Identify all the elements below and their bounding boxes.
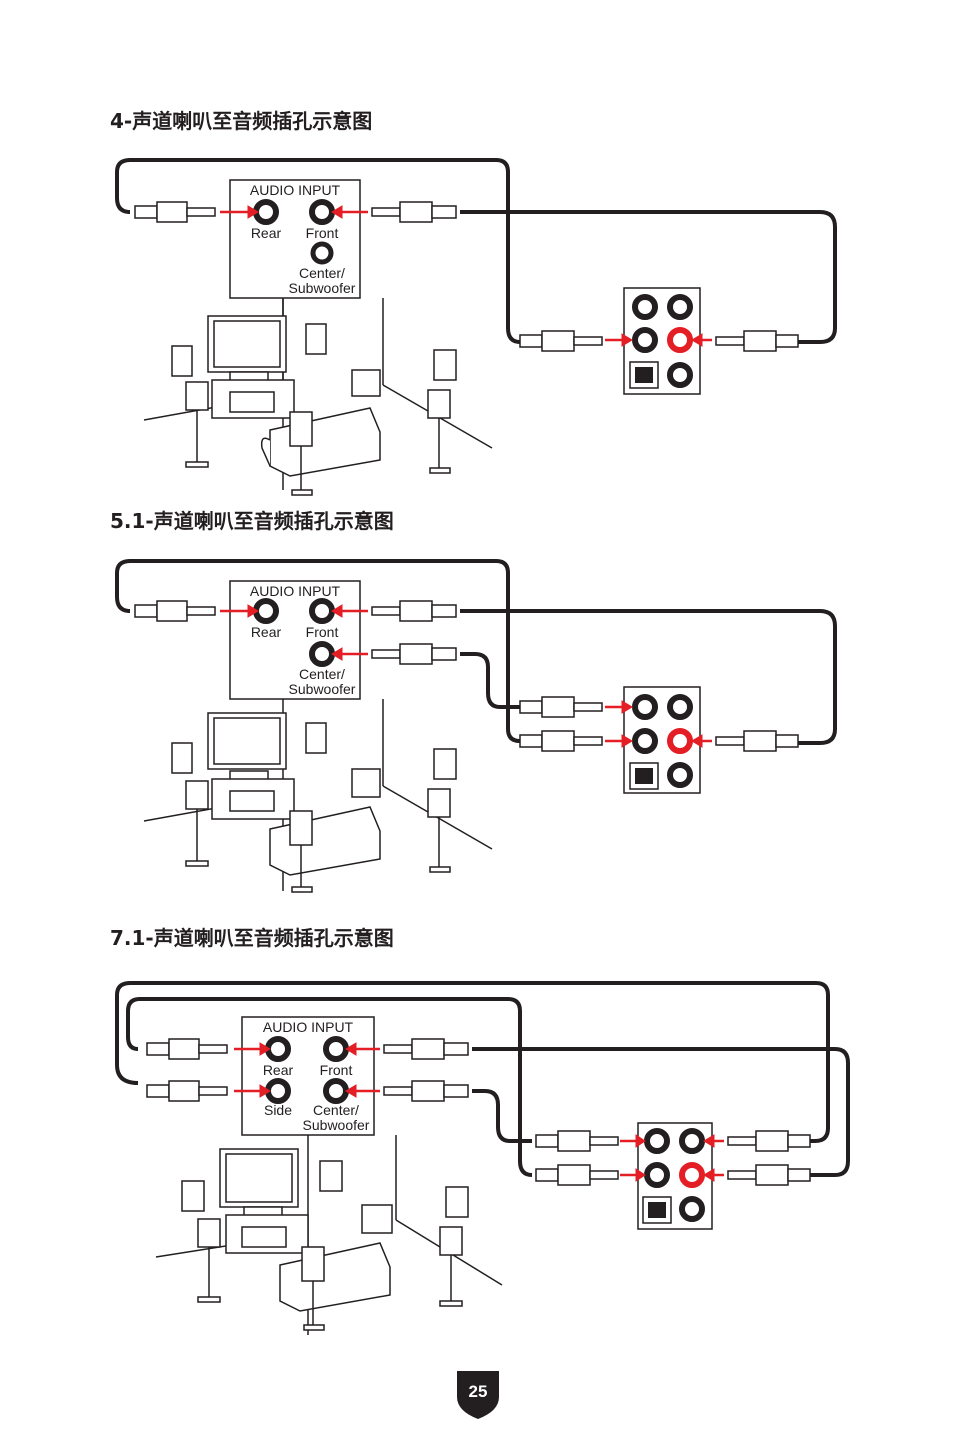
plug-rear-io (535, 1164, 619, 1186)
plug-front-panel (371, 600, 457, 622)
room-scene-illustration (155, 1135, 503, 1335)
jack-label-subwoofer: Subwoofer (289, 280, 356, 296)
io-jack-rear (632, 728, 658, 754)
plug-front-io (715, 730, 799, 752)
plug-rear-panel (146, 1038, 228, 1060)
io-jack-center (644, 1128, 670, 1154)
section-title-7-1ch: 7.1-声道喇叭至音频插孔示意图 (110, 926, 394, 950)
cable-front (472, 1047, 850, 1177)
audio-input-heading: AUDIO INPUT (250, 583, 341, 599)
audio-input-heading: AUDIO INPUT (263, 1019, 354, 1035)
cable-front (460, 609, 837, 745)
plug-center-panel (371, 643, 457, 665)
plug-front-io (727, 1164, 811, 1186)
jack-front (309, 598, 335, 624)
io-jack-2 (667, 694, 693, 720)
page-number: 25 (468, 1382, 488, 1401)
arrow-rear-in (220, 205, 259, 219)
jack-rear (253, 598, 279, 624)
io-jack-6 (667, 762, 693, 788)
plug-center-io (519, 696, 603, 718)
plug-front-panel (371, 201, 457, 223)
jack-label-center: Center/ (299, 265, 345, 281)
cable-rear (115, 559, 521, 743)
page-number-badge: 25 (457, 1371, 499, 1419)
jack-label-center: Center/ (299, 666, 345, 682)
jack-label-rear: Rear (251, 225, 282, 241)
diagram-4ch: AUDIO INPUT Rear Front Center/ Subwoofer (100, 150, 860, 510)
jack-label-rear: Rear (263, 1062, 294, 1078)
plug-rear-panel (134, 600, 216, 622)
cable-outer (115, 981, 830, 1143)
io-jack-front (667, 728, 693, 754)
io-jack-rear (632, 327, 658, 353)
jack-label-rear: Rear (251, 624, 282, 640)
jack-label-subwoofer: Subwoofer (303, 1117, 370, 1133)
io-jack-6 (679, 1196, 705, 1222)
diagram-5-1ch: AUDIO INPUT Rear Front Center/ Subwoofer (100, 551, 860, 901)
jack-side (265, 1078, 291, 1104)
section-title-5-1ch: 5.1-声道喇叭至音频插孔示意图 (110, 509, 394, 533)
plug-rear-io (519, 730, 603, 752)
jack-label-front: Front (306, 624, 339, 640)
jack-label-front: Front (306, 225, 339, 241)
jack-center-sub (309, 641, 335, 667)
jack-front (323, 1036, 349, 1062)
plug-front-panel (383, 1038, 469, 1060)
jack-label-center: Center/ (313, 1102, 359, 1118)
audio-input-heading: AUDIO INPUT (250, 182, 341, 198)
arrow-front-in (331, 205, 368, 219)
jack-center-sub (323, 1078, 349, 1104)
io-jack-side (679, 1128, 705, 1154)
jack-center-sub (310, 241, 334, 265)
io-jack-6 (667, 362, 693, 388)
jack-label-subwoofer: Subwoofer (289, 681, 356, 697)
plug-side-panel (146, 1080, 228, 1102)
cable-center-sub (472, 1089, 532, 1143)
io-jack-center (632, 694, 658, 720)
room-scene-illustration (143, 298, 493, 496)
cable-front (460, 210, 837, 344)
cable-rear (115, 158, 521, 344)
io-jack-front (679, 1162, 705, 1188)
audio-input-panel (229, 580, 361, 700)
cable-center-sub (460, 652, 520, 709)
cable-rear (126, 997, 533, 1177)
jack-label-side: Side (264, 1102, 292, 1118)
audio-input-panel (229, 179, 361, 299)
plug-side-io (727, 1130, 811, 1152)
jack-rear (253, 199, 279, 225)
plug-front-io (715, 330, 799, 352)
section-title-4ch: 4-声道喇叭至音频插孔示意图 (110, 109, 373, 133)
io-jack-1 (632, 294, 658, 320)
room-scene-illustration (143, 699, 493, 893)
plug-rear-io (519, 330, 603, 352)
shield-icon (457, 1371, 499, 1419)
jack-front (309, 199, 335, 225)
plug-center-panel (383, 1080, 469, 1102)
jack-rear (265, 1036, 291, 1062)
plug-rear-panel (134, 201, 216, 223)
jack-label-front: Front (320, 1062, 353, 1078)
io-jack-2 (667, 294, 693, 320)
io-jack-front (667, 327, 693, 353)
io-jack-rear (644, 1162, 670, 1188)
diagram-7-1ch: AUDIO INPUT Rear Front Side Center/ Subw… (100, 975, 860, 1345)
plug-center-io (535, 1130, 619, 1152)
